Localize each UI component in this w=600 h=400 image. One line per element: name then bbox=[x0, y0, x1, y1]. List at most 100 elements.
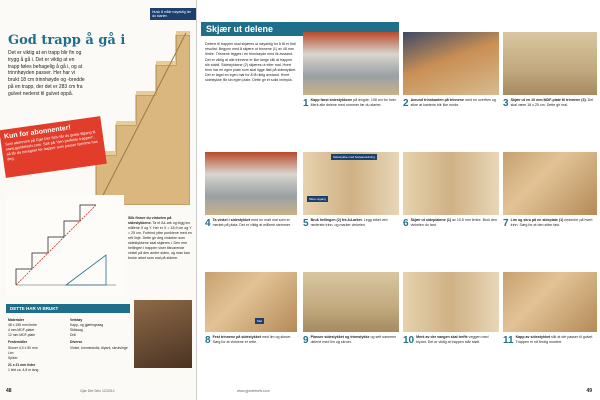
step-caption-text: og sett sammen delene med lim og skruer. bbox=[310, 335, 397, 345]
step-photo bbox=[403, 272, 499, 332]
step-caption-bold: Kapp av sidestykket bbox=[515, 335, 551, 339]
spec-item: Vinkel, tommestokk, blyant, skrutvinge bbox=[70, 345, 128, 350]
photo-label: Mal bbox=[255, 318, 264, 324]
spec-heading: DETTE HAR VI BRUKT bbox=[6, 304, 130, 313]
step-caption-bold: Fest trinnene på sidestykket bbox=[212, 335, 261, 339]
diagram-caption-text: Ta et A4-ark og legg inn målene X og Y. … bbox=[128, 221, 192, 261]
spec-section-title: Diverse bbox=[70, 340, 83, 345]
spec-item: 12 mm MDF-plate bbox=[8, 333, 36, 338]
angle-diagram bbox=[6, 195, 124, 295]
step-photo bbox=[503, 32, 597, 95]
step-photo: Sidestykke med festeanordning Sikre utga… bbox=[303, 152, 399, 215]
step-number: 7 bbox=[503, 218, 509, 229]
diagram-caption-bold: Slik finner du vinkelen på sidestykkene. bbox=[128, 216, 172, 226]
right-page: Skjær ut delene Delene til trappen skal … bbox=[196, 0, 600, 400]
spec-section-title: 21 x 21 mm lister bbox=[8, 362, 36, 367]
step-caption-text: nedenfor på hvert trinn. Sørg for at den… bbox=[510, 218, 593, 228]
photo-label: Sidestykke med festeanordning bbox=[331, 154, 377, 160]
step-5: Sidestykke med festeanordning Sikre utga… bbox=[303, 152, 399, 229]
spec-item: 1 lekt ca. 4,8 m lang bbox=[8, 367, 39, 372]
step-number: 1 bbox=[303, 98, 309, 109]
step-caption-text: med lim og skruer. Sørg for at vinklene … bbox=[212, 335, 292, 345]
step-caption-text: Legg arket ved nederste trinn, og marker… bbox=[310, 218, 388, 228]
step-number: 3 bbox=[503, 98, 509, 109]
step-number: 6 bbox=[403, 218, 409, 229]
step-caption-bold: Skjær ut sideplatene (1) bbox=[410, 218, 452, 222]
step-caption-bold: Skjær ut en 10 mm MDF-plate til trinnene… bbox=[510, 98, 587, 102]
step-caption-text: av 15,5 mm limtre. Bruk den vinkelen du … bbox=[410, 218, 498, 228]
page-footer: www.gjordetselv.com bbox=[237, 389, 270, 393]
step-number: 10 bbox=[403, 335, 415, 346]
tip-bubble: Husk å måle nøyaktig før du starter. bbox=[150, 8, 196, 20]
intro-text: Det er viktig at en trapp blir fin og tr… bbox=[8, 50, 85, 97]
step-caption-bold: Merk av der vangen skal treffe bbox=[416, 335, 468, 339]
step-photo bbox=[403, 152, 499, 215]
step-number: 2 bbox=[403, 98, 409, 109]
section-title: Skjær ut delene bbox=[206, 24, 274, 34]
page-footer: Gjør Det Selv 12/2012 bbox=[80, 389, 115, 393]
spec-item: Stikksag bbox=[70, 328, 83, 333]
step-number: 11 bbox=[503, 335, 514, 346]
step-number: 4 bbox=[205, 218, 211, 229]
step-caption-bold: Lim og skru på en sideplate (1) bbox=[510, 218, 564, 222]
spec-item: Kapp- og gjæringssag bbox=[70, 323, 104, 328]
tools-photo bbox=[134, 300, 192, 368]
step-caption-text: Det skal være 18 x 25 cm. Dette gir mal. bbox=[510, 98, 594, 108]
spec-column-2: Verktøy Kapp- og gjæringssag Stikksag Dr… bbox=[70, 316, 130, 351]
step-caption-text: veggen med blyant. Det er viktig at trap… bbox=[416, 335, 489, 345]
spec-section-title: Materialer bbox=[8, 318, 25, 322]
spec-section-title: Verktøy bbox=[70, 318, 83, 322]
step-photo bbox=[503, 272, 597, 332]
step-number: 9 bbox=[303, 335, 309, 346]
step-caption-text: slik at det passer til gulvet. Trappen e… bbox=[515, 335, 594, 345]
step-caption-bold: Plasser sidestykket og trinnstykke bbox=[310, 335, 370, 339]
step-photo bbox=[403, 32, 499, 95]
spec-item: 48 x 198 mm limtre bbox=[8, 323, 37, 328]
step-caption-text: på lengde, 198 cm for hver. Merk alle de… bbox=[310, 98, 397, 108]
step-photo bbox=[303, 272, 399, 332]
spec-column-1: Materialer 48 x 198 mm limtre 4 mm MDF-p… bbox=[8, 316, 68, 373]
page-number: 49 bbox=[586, 388, 592, 394]
page-title: God trapp å gå i bbox=[8, 33, 126, 48]
step-caption-bold: Bruk hellingen (2) fra A4-arket. bbox=[310, 218, 363, 222]
spec-list: Materialer 48 x 198 mm limtre 4 mm MDF-p… bbox=[6, 316, 130, 376]
spec-item: 4 mm MDF-plater bbox=[8, 328, 35, 333]
spec-item: Skruer 4,0 x 50 mm bbox=[8, 345, 38, 350]
page-number: 48 bbox=[6, 388, 12, 394]
diagram-caption: Slik finner du vinkelen på sidestykkene.… bbox=[128, 216, 192, 261]
spec-item: Lim bbox=[8, 350, 14, 355]
step-photo bbox=[503, 152, 597, 215]
step-caption-bold: Avrund trinnkanten på trinnene bbox=[410, 98, 464, 102]
step-photo bbox=[205, 152, 297, 215]
step-caption-text: med en malt mal som er merket på plata. … bbox=[212, 218, 291, 228]
stairs-illustration bbox=[95, 31, 190, 205]
spec-item: Spiker bbox=[8, 355, 18, 360]
step-caption-text: med en overfres og sikre at kantene blir… bbox=[410, 98, 496, 108]
photo-label: Sikre utgang bbox=[307, 196, 328, 202]
step-number: 8 bbox=[205, 335, 211, 346]
spec-section-title: Festemidler bbox=[8, 340, 28, 345]
spec-item: Drill bbox=[70, 333, 76, 338]
